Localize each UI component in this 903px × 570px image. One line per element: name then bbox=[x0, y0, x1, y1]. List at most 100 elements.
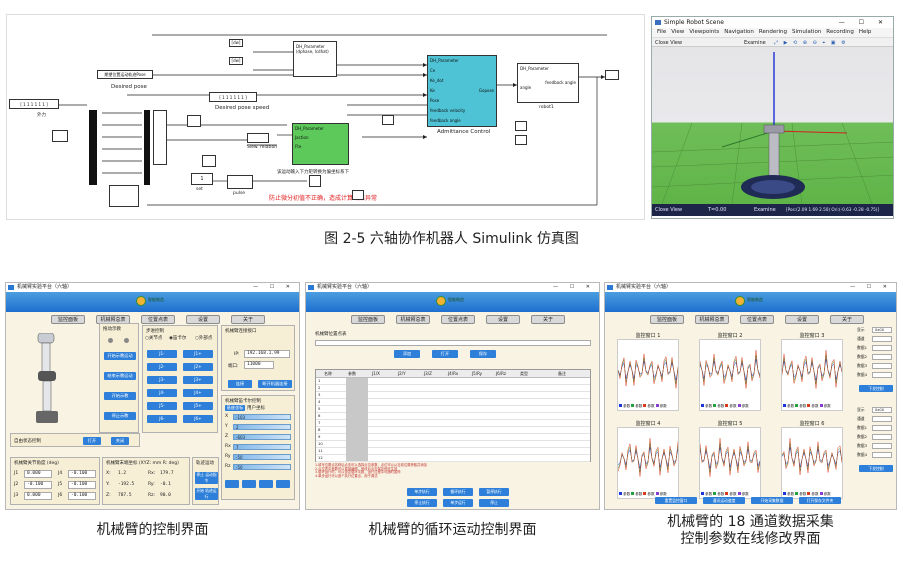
window-controls[interactable]: — ☐ ✕ bbox=[838, 19, 889, 26]
tab-arm[interactable]: 机械臂总表 bbox=[396, 315, 430, 324]
daq-button[interactable]: 开始采集数据 bbox=[751, 497, 793, 504]
points-path-field[interactable] bbox=[315, 340, 591, 346]
menu-simulation[interactable]: Simulation bbox=[792, 29, 822, 35]
side-select[interactable] bbox=[872, 434, 892, 440]
tab-settings[interactable]: 设置 bbox=[785, 315, 819, 324]
open-button[interactable]: 打开 bbox=[432, 350, 458, 358]
menu-file[interactable]: File bbox=[657, 29, 667, 35]
column-header[interactable]: J3/Z bbox=[424, 371, 432, 376]
table-row[interactable] bbox=[316, 433, 590, 434]
table-row[interactable] bbox=[316, 426, 590, 427]
column-header[interactable]: J2/Y bbox=[398, 371, 406, 376]
loop-button[interactable]: 停止执行 bbox=[407, 499, 437, 507]
side-select[interactable] bbox=[872, 416, 892, 422]
tab-arm[interactable]: 机械臂总表 bbox=[695, 315, 729, 324]
side-select[interactable] bbox=[872, 354, 892, 360]
table-row[interactable] bbox=[316, 412, 590, 413]
table-row[interactable] bbox=[316, 405, 590, 406]
stop-teach-button[interactable]: 停止示教 bbox=[104, 412, 136, 420]
cart-row-bar[interactable]: -103 bbox=[233, 414, 291, 420]
jog-button-j2minus[interactable]: J2- bbox=[147, 363, 177, 371]
tab-monitor[interactable]: 监控面板 bbox=[51, 315, 85, 324]
step-mode-cartesian[interactable]: ◉笛卡尔 bbox=[169, 336, 187, 341]
side-select[interactable] bbox=[872, 372, 892, 378]
side-select[interactable]: 0x00 bbox=[872, 407, 892, 413]
jog-button-j5plus[interactable]: J5+ bbox=[183, 402, 213, 410]
send-control-button[interactable]: 下发控制 bbox=[859, 465, 893, 472]
start-teach-motion-button[interactable]: 开始示教运动 bbox=[104, 352, 136, 360]
side-select[interactable] bbox=[872, 336, 892, 342]
column-header[interactable]: 备注 bbox=[558, 371, 566, 376]
daq-button[interactable]: 打开保存文件夹 bbox=[799, 497, 841, 504]
cart-row-bar[interactable]: -50 bbox=[233, 464, 291, 470]
free-on-button[interactable]: 打开 bbox=[83, 437, 101, 445]
jog-button-j4minus[interactable]: J4- bbox=[147, 389, 177, 397]
side-select[interactable]: 0x00 bbox=[872, 327, 892, 333]
jog-button-j3plus[interactable]: J3+ bbox=[183, 376, 213, 384]
column-header[interactable]: J5/Ry bbox=[472, 371, 482, 376]
tab-settings[interactable]: 设置 bbox=[486, 315, 520, 324]
step-mode-external[interactable]: ○外部点 bbox=[195, 336, 213, 341]
stop-motion-button[interactable]: 停止 运动指令 bbox=[195, 472, 218, 484]
disconnect-button[interactable]: 断开机器连接 bbox=[258, 380, 292, 388]
jog-button-j5minus[interactable]: J5- bbox=[147, 402, 177, 410]
tab-base-frame[interactable]: 基座坐标 bbox=[225, 405, 245, 411]
side-select[interactable] bbox=[872, 345, 892, 351]
window-controls[interactable]: — ☐ ✕ bbox=[850, 284, 892, 290]
cart-row-bar[interactable]: -603 bbox=[233, 434, 291, 440]
table-row[interactable] bbox=[316, 447, 590, 448]
loop-button[interactable]: 停止 bbox=[479, 499, 509, 507]
jog-button-j1minus[interactable]: J1- bbox=[147, 350, 177, 358]
side-select[interactable] bbox=[872, 363, 892, 369]
jog-button-j2plus[interactable]: J2+ bbox=[183, 363, 213, 371]
table-row[interactable] bbox=[316, 384, 590, 385]
window-controls[interactable]: — ☐ ✕ bbox=[253, 284, 295, 290]
toolbar-icons[interactable]: ⤢ ▶ ⟲ ⊕ ⊖ ⌖ ▣ ⚙ bbox=[774, 40, 848, 46]
jog-button-j6minus[interactable]: J6- bbox=[147, 415, 177, 423]
scene-viewport[interactable] bbox=[652, 47, 893, 204]
end-teach-motion-button[interactable]: 结束示教运动 bbox=[104, 372, 136, 380]
tab-monitor[interactable]: 监控面板 bbox=[650, 315, 684, 324]
menu-navigation[interactable]: Navigation bbox=[724, 29, 754, 35]
tab-settings[interactable]: 设置 bbox=[186, 315, 220, 324]
port-input[interactable]: 11000 bbox=[244, 361, 274, 369]
table-row[interactable] bbox=[316, 391, 590, 392]
menu-view[interactable]: View bbox=[671, 29, 685, 35]
table-row[interactable] bbox=[316, 461, 590, 462]
cart-step-button[interactable] bbox=[242, 480, 256, 488]
jog-button-j3minus[interactable]: J3- bbox=[147, 376, 177, 384]
tab-about[interactable]: 关于 bbox=[531, 315, 565, 324]
daq-button[interactable]: 通讯运动速度 bbox=[703, 497, 745, 504]
tab-user-frame[interactable]: 用户坐标 bbox=[247, 406, 265, 411]
cart-step-button[interactable] bbox=[276, 480, 290, 488]
daq-button[interactable]: 重置监控窗口 bbox=[655, 497, 697, 504]
cart-step-button[interactable] bbox=[225, 480, 239, 488]
send-control-button[interactable]: 下发控制 bbox=[859, 385, 893, 392]
column-header[interactable]: J1/X bbox=[372, 371, 380, 376]
jog-button-j6plus[interactable]: J6+ bbox=[183, 415, 213, 423]
cart-step-button[interactable] bbox=[259, 480, 273, 488]
side-select[interactable] bbox=[872, 452, 892, 458]
table-row[interactable] bbox=[316, 440, 590, 441]
tab-points[interactable]: 位置点表 bbox=[740, 315, 774, 324]
toolbar-view-select[interactable]: Close View bbox=[655, 40, 683, 46]
ip-input[interactable]: 192.168.1.99 bbox=[244, 350, 290, 358]
menu-help[interactable]: Help bbox=[858, 29, 872, 35]
menu-rendering[interactable]: Rendering bbox=[758, 29, 787, 35]
jog-button-j1plus[interactable]: J1+ bbox=[183, 350, 213, 358]
cart-row-bar[interactable]: 7 bbox=[233, 444, 291, 450]
save-button[interactable]: 保存 bbox=[470, 350, 496, 358]
cart-row-bar[interactable]: 2 bbox=[233, 424, 291, 430]
add-button[interactable]: 添加 bbox=[394, 350, 420, 358]
tab-points[interactable]: 位置点表 bbox=[141, 315, 175, 324]
window-controls[interactable]: — ☐ ✕ bbox=[553, 284, 595, 290]
column-header[interactable]: J4/Rx bbox=[448, 371, 459, 376]
side-select[interactable] bbox=[872, 425, 892, 431]
table-row[interactable] bbox=[316, 454, 590, 455]
